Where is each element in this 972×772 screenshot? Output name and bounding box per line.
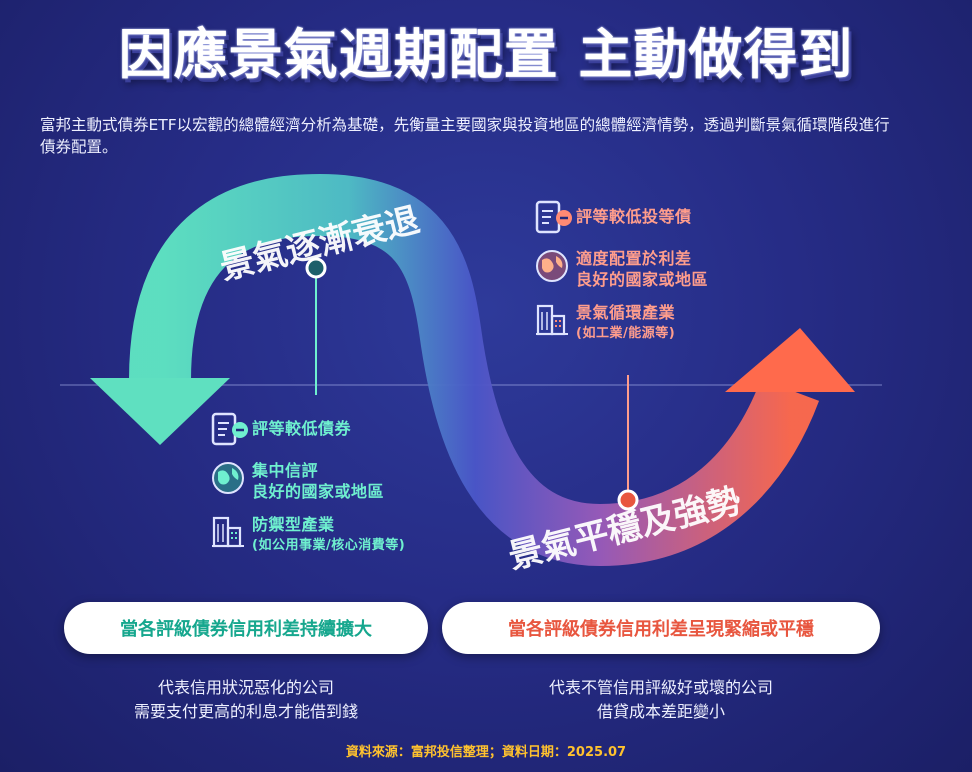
globe-icon [212, 462, 244, 494]
cyclical-item-3-line1: 景氣循環產業 [576, 303, 676, 322]
cyclical-item-3-line2: (如工業/能源等) [576, 326, 676, 341]
list-item: 評等較低投等債 [534, 200, 708, 236]
list-item: 防禦型產業 (如公用事業/核心消費等) [210, 514, 405, 556]
cyclical-allocation-panel: 評等較低投等債 適度配置於利差 良好的國家或地區 景氣循環產業 (如工業/能源等… [534, 200, 708, 356]
document-minus-icon [211, 412, 248, 446]
list-item: 集中信評 良好的國家或地區 [210, 460, 405, 502]
defensive-item-3-line2: (如公用事業/核心消費等) [252, 538, 406, 553]
source-note: 資料來源：富邦投信整理；資料日期：2025.07 [345, 745, 627, 760]
list-item: 評等較低債券 [210, 412, 405, 448]
wave-band [129, 173, 820, 567]
building-icon [536, 304, 568, 336]
list-item: 適度配置於利差 良好的國家或地區 [534, 248, 708, 290]
caption-line: 代表不管信用評級好或壞的公司 [548, 678, 773, 697]
intro-text: 富邦主動式債券ETF以宏觀的總體經濟分析為基礎，先衡量主要國家與投資地區的總體經… [40, 116, 890, 156]
cyclical-item-1: 評等較低投等債 [576, 207, 692, 226]
decline-arrow-head [90, 378, 230, 445]
defensive-item-3-line1: 防禦型產業 [252, 515, 335, 534]
defensive-item-1: 評等較低債券 [252, 419, 352, 438]
stable-marker-dot [617, 489, 639, 511]
caption-line: 借貸成本差距變小 [596, 702, 725, 721]
list-item: 景氣循環產業 (如工業/能源等) [534, 302, 708, 344]
building-icon [212, 516, 244, 548]
caption-line: 需要支付更高的利息才能借到錢 [133, 702, 358, 721]
cyclical-item-2-line2: 良好的國家或地區 [576, 270, 709, 289]
spread-widening-pill: 當各評級債券信用利差持續擴大 [64, 602, 428, 654]
defensive-item-2-line1: 集中信評 [252, 461, 319, 480]
page-title: 因應景氣週期配置 主動做得到 [118, 22, 854, 86]
spread-tightening-pill: 當各評級債券信用利差呈現緊縮或平穩 [442, 602, 880, 654]
defensive-allocation-panel: 評等較低債券 集中信評 良好的國家或地區 防禦型產業 (如公用事業/核心消費等) [210, 412, 405, 568]
globe-icon [536, 250, 568, 282]
decline-marker-dot [305, 257, 327, 279]
document-minus-icon [535, 200, 572, 234]
cyclical-item-2-line1: 適度配置於利差 [576, 249, 692, 268]
rise-arrow-head [725, 328, 855, 392]
spread-tightening-caption: 代表不管信用評級好或壞的公司 借貸成本差距變小 [442, 676, 880, 724]
caption-line: 代表信用狀況惡化的公司 [157, 678, 334, 697]
defensive-item-2-line2: 良好的國家或地區 [252, 482, 385, 501]
spread-widening-caption: 代表信用狀況惡化的公司 需要支付更高的利息才能借到錢 [64, 676, 428, 724]
